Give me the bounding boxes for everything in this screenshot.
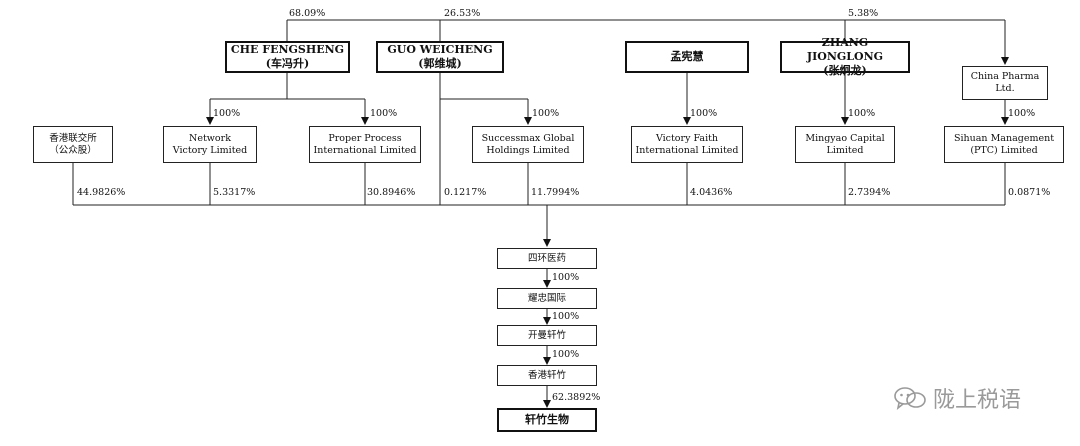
node-line: 香港轩竹: [527, 369, 566, 381]
node-meng-xianhui: 孟宪慧: [625, 41, 749, 73]
node-kaiman-xuanzhu: 开曼轩竹: [497, 325, 597, 346]
node-china-pharma: China Pharma Ltd.: [962, 66, 1048, 100]
pct-mingyao: 2.7394%: [848, 187, 891, 198]
pct-yaozhong-kaiman: 100%: [552, 311, 580, 322]
watermark: 陇上税语: [893, 382, 1021, 414]
node-hkex-public: 香港联交所 （公众股）: [33, 126, 113, 163]
pct-kaiman-hk: 100%: [552, 349, 580, 360]
pct-victory: 4.0436%: [690, 187, 733, 198]
node-xuanzhu-bio: 轩竹生物: [497, 408, 597, 432]
pct-successmax: 11.7994%: [531, 187, 580, 198]
node-victory-faith: Victory Faith International Limited: [631, 126, 743, 163]
pct-zhang-mingyao: 100%: [848, 108, 876, 119]
pct-network: 5.3317%: [213, 187, 256, 198]
node-proper-process: Proper Process International Limited: [309, 126, 421, 163]
pct-mgmt: 0.0871%: [1008, 187, 1051, 198]
watermark-text: 陇上税语: [933, 388, 1022, 413]
node-line: (张炯龙): [823, 63, 867, 77]
node-sihuan-management: Sihuan Management (PTC) Limited: [944, 126, 1064, 163]
pct-che-proper: 100%: [370, 108, 398, 119]
pct-hk-bio: 62.3892%: [552, 392, 601, 403]
node-hk-xuanzhu: 香港轩竹: [497, 365, 597, 386]
node-line: 孟宪慧: [670, 50, 704, 64]
node-line: 香港联交所: [49, 132, 97, 144]
node-line: 轩竹生物: [525, 413, 569, 427]
node-line: Ltd.: [995, 83, 1015, 94]
node-mingyao-capital: Mingyao Capital Limited: [795, 126, 895, 163]
node-line: Mingyao Capital: [805, 132, 885, 144]
node-line: CHE FENGSHENG: [230, 43, 345, 57]
node-line: China Pharma: [970, 71, 1040, 83]
pct-meng-victory: 100%: [690, 108, 718, 119]
pct-che-network: 100%: [213, 108, 241, 119]
node-line: Limited: [826, 144, 864, 156]
node-sihuan-pharma: 四环医药: [497, 248, 597, 269]
node-line: ZHANG JIONGLONG: [806, 36, 884, 64]
node-zhang-jionglong: ZHANG JIONGLONG (张炯龙): [780, 36, 910, 77]
node-successmax: Successmax Global Holdings Limited: [472, 126, 584, 163]
pct-hkex: 44.9826%: [77, 187, 126, 198]
node-yaozhong: 耀忠国际: [497, 288, 597, 309]
node-line: (车冯升): [265, 57, 310, 70]
node-line: 四环医药: [527, 252, 566, 264]
node-line: （公众股）: [49, 144, 97, 156]
node-line: Network: [189, 132, 231, 144]
node-line: Successmax Global: [481, 132, 575, 144]
node-line: 耀忠国际: [527, 292, 566, 304]
node-line: Proper Process: [328, 132, 402, 144]
node-line: (郭维城): [418, 57, 462, 70]
node-line: (PTC) Limited: [970, 144, 1038, 156]
node-line: International Limited: [635, 144, 739, 156]
node-guo-weicheng: GUO WEICHENG (郭维城): [376, 41, 504, 73]
node-line: 开曼轩竹: [527, 329, 566, 341]
pct-guo-top: 26.53%: [444, 8, 481, 19]
pct-pharma-mgmt: 100%: [1008, 108, 1036, 119]
pct-guo-direct: 0.1217%: [444, 187, 487, 198]
node-network-victory: Network Victory Limited: [163, 126, 257, 163]
node-line: Sihuan Management: [953, 132, 1055, 144]
node-line: Victory Faith: [655, 132, 719, 144]
pct-guo-successmax: 100%: [532, 108, 560, 119]
pct-proper: 30.8946%: [367, 187, 416, 198]
pct-zhang-top: 5.38%: [848, 8, 879, 19]
node-line: GUO WEICHENG: [387, 43, 493, 57]
node-line: Holdings Limited: [486, 144, 570, 156]
pct-sihuan-yaozhong: 100%: [552, 272, 580, 283]
node-line: International Limited: [313, 144, 417, 156]
node-line: Victory Limited: [172, 144, 248, 156]
node-che-fengsheng: CHE FENGSHENG (车冯升): [225, 41, 350, 73]
pct-che-top: 68.09%: [289, 8, 326, 19]
wechat-icon: [894, 387, 926, 410]
